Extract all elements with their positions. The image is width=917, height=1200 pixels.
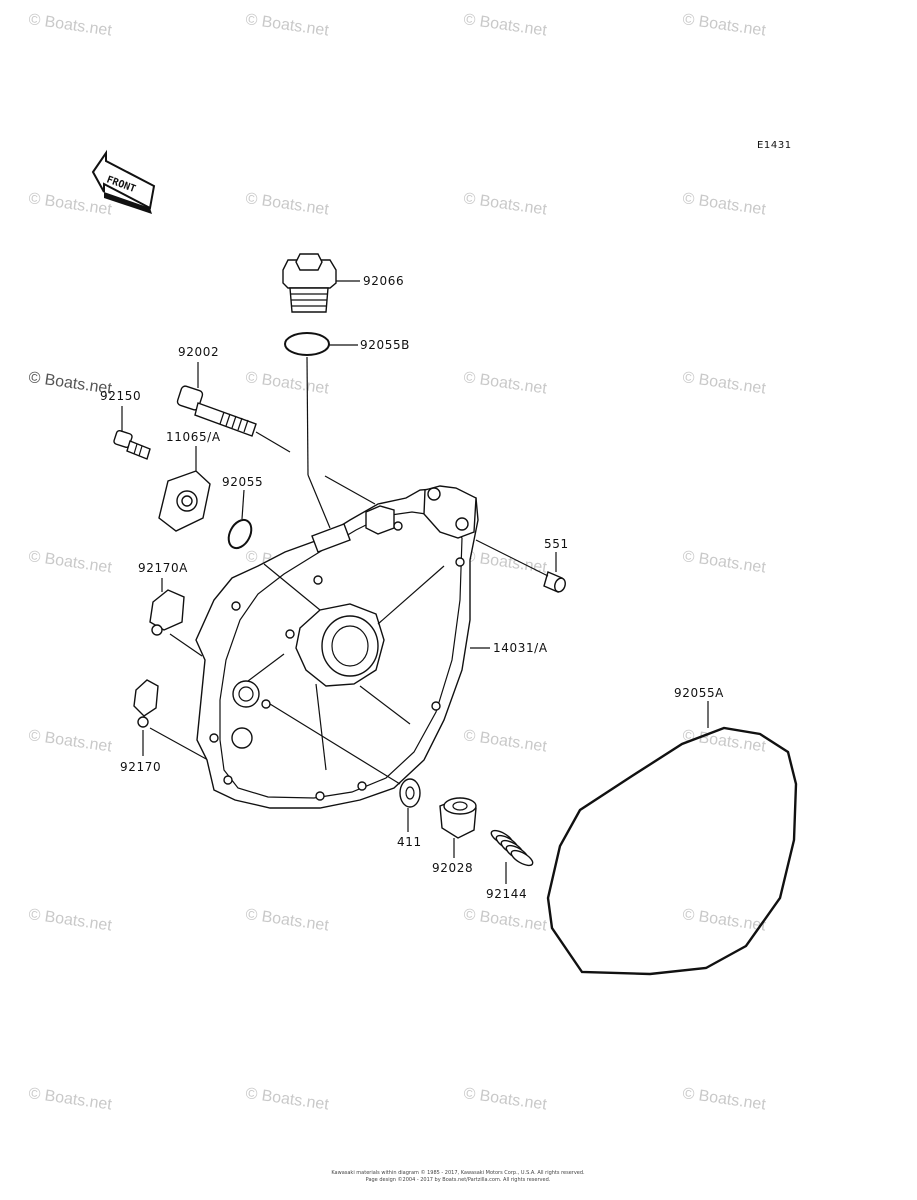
watermark: © Boats.net (462, 11, 548, 40)
part-label-92066[interactable]: 92066 (363, 274, 404, 288)
watermark: © Boats.net (244, 190, 330, 219)
part-label-92055a[interactable]: 92055A (674, 686, 724, 700)
part-label-92028[interactable]: 92028 (432, 861, 473, 875)
part-label-11065a[interactable]: 11065/A (166, 430, 221, 444)
watermark: © Boats.net (462, 190, 548, 219)
watermark: © Boats.net (27, 190, 113, 219)
part-label-551[interactable]: 551 (544, 537, 569, 551)
o-ring-small (227, 518, 253, 550)
drain-plug (282, 253, 337, 313)
watermark: © Boats.net (27, 1085, 113, 1114)
watermark: © Boats.net (681, 11, 767, 40)
clamp (133, 679, 159, 728)
clamp-a (149, 589, 185, 636)
dowel-pin (543, 571, 566, 593)
o-ring (284, 332, 330, 356)
leader-line (306, 356, 309, 476)
watermark: © Boats.net (462, 906, 548, 935)
watermark: © Boats.net (244, 369, 330, 398)
leader-line (241, 489, 245, 520)
leader-line (169, 633, 203, 657)
watermark: © Boats.net (681, 906, 767, 935)
watermark: © Boats.net (244, 11, 330, 40)
watermark: © Boats.net (27, 906, 113, 935)
watermark: © Boats.net (462, 727, 548, 756)
leader-line (307, 474, 331, 529)
part-label-92150[interactable]: 92150 (100, 389, 141, 403)
engine-cover (195, 485, 479, 809)
part-label-92144[interactable]: 92144 (486, 887, 527, 901)
watermark: © Boats.net (462, 1085, 548, 1114)
bolt (176, 385, 257, 437)
bushing (439, 797, 477, 839)
part-label-411[interactable]: 411 (397, 835, 422, 849)
part-label-92170a[interactable]: 92170A (138, 561, 188, 575)
watermark: © Boats.net (27, 548, 113, 577)
watermark: © Boats.net (681, 548, 767, 577)
diagram-code: E1431 (757, 140, 792, 151)
watermark: © Boats.net (244, 1085, 330, 1114)
leader-line (255, 431, 291, 453)
leader-line (269, 703, 401, 785)
watermark: © Boats.net (27, 727, 113, 756)
cap-plate (158, 470, 211, 532)
watermark: © Boats.net (462, 548, 548, 577)
copyright-line-1: Kawasaki materials within diagram © 1985… (331, 1169, 585, 1176)
leader-line (324, 475, 376, 505)
watermark: © Boats.net (244, 906, 330, 935)
small-bolt (113, 429, 151, 460)
part-label-92170[interactable]: 92170 (120, 760, 161, 774)
watermark: © Boats.net (681, 727, 767, 756)
watermark: © Boats.net (681, 369, 767, 398)
part-label-92002[interactable]: 92002 (178, 345, 219, 359)
spring (490, 829, 534, 867)
watermark: © Boats.net (462, 369, 548, 398)
part-label-92055b[interactable]: 92055B (360, 338, 410, 352)
washer (399, 778, 421, 808)
part-label-92055[interactable]: 92055 (222, 475, 263, 489)
leader-line (149, 727, 209, 761)
watermark: © Boats.net (681, 1085, 767, 1114)
copyright-line-2: Page design ©2004 - 2017 by Boats.net/Pa… (366, 1176, 551, 1183)
leader-line (475, 539, 549, 577)
watermark: © Boats.net (27, 11, 113, 40)
watermark: © Boats.net (681, 190, 767, 219)
cover-gasket (546, 726, 798, 976)
part-label-14031a[interactable]: 14031/A (493, 641, 548, 655)
